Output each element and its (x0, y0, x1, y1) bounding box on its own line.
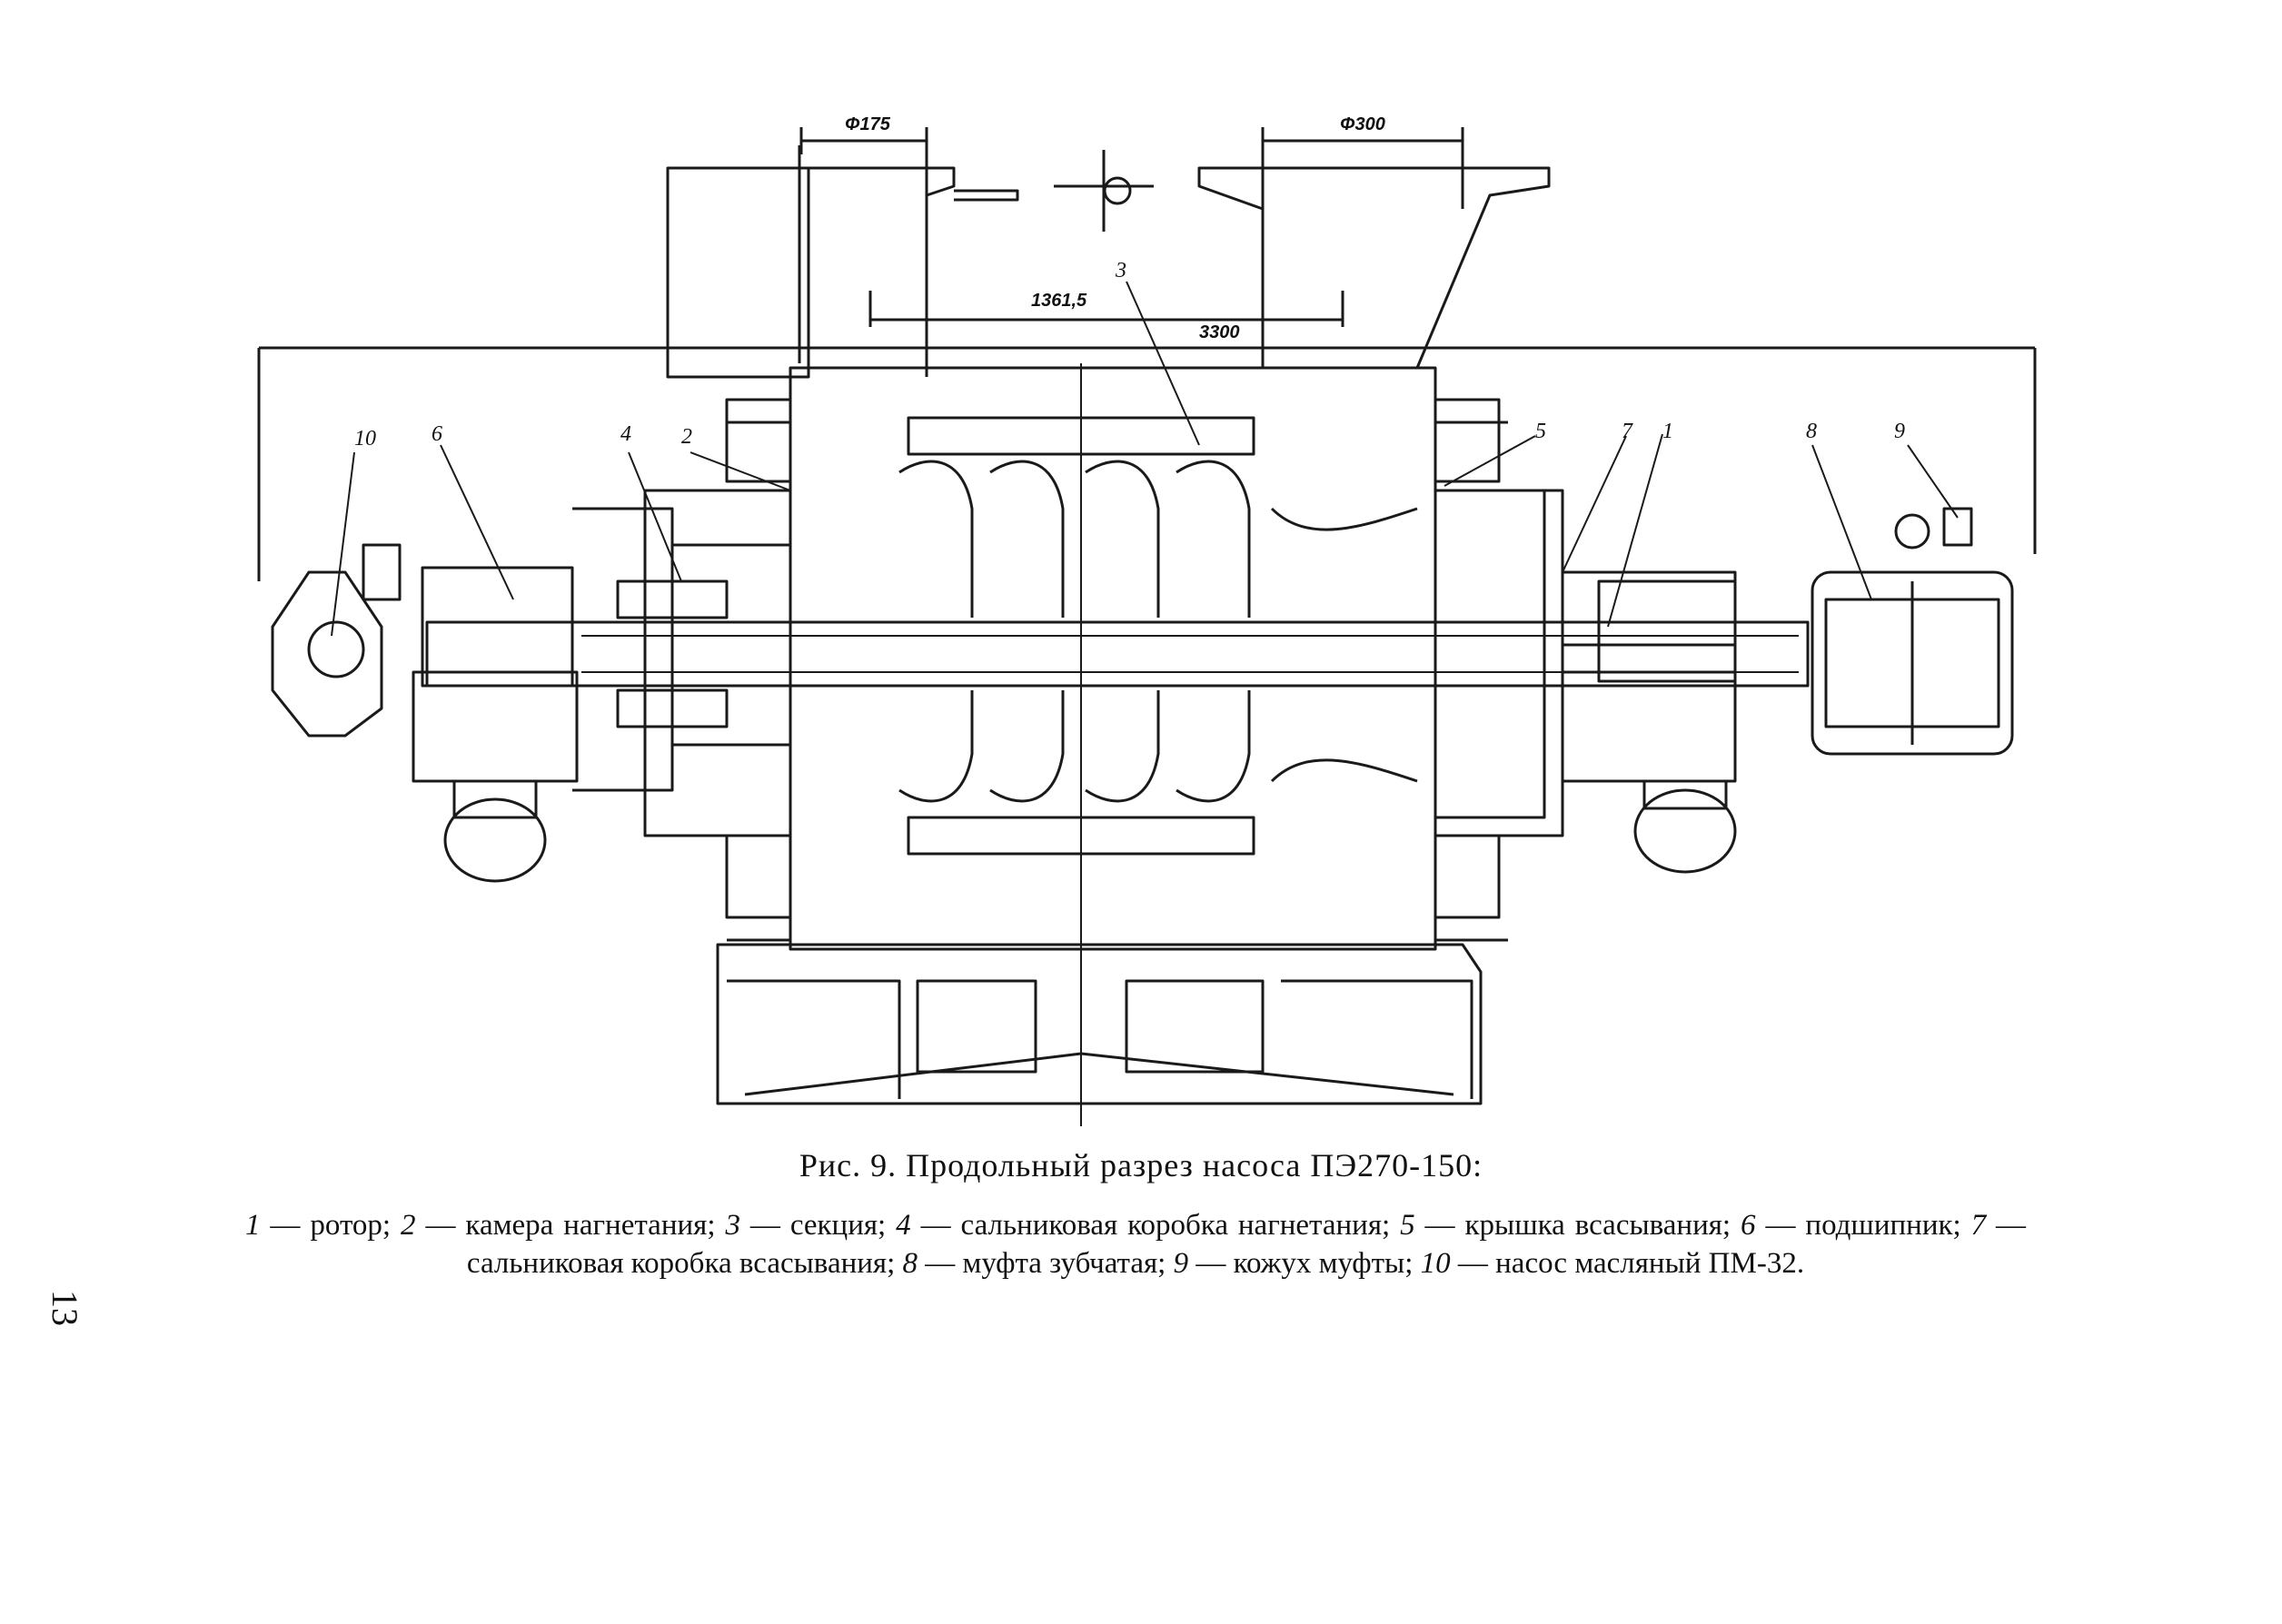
legend-text: камера нагнетания; (465, 1209, 716, 1242)
overall-dimension-line (257, 346, 2037, 581)
dim-overall-length: 3300 (1199, 322, 1240, 342)
legend-text: кожух муфты; (1233, 1247, 1414, 1280)
callout-1: 1 (1662, 420, 1673, 443)
figure-legend: 1 — ротор; 2 — камера нагнетания; 3 — се… (245, 1206, 2026, 1282)
suction-nozzle (666, 127, 1154, 379)
legend-item: 1 — ротор; (245, 1209, 392, 1242)
legend-num: 7 (1970, 1209, 1987, 1242)
legend-num: 8 (902, 1247, 918, 1280)
legend-num: 1 (245, 1209, 261, 1242)
gear-coupling (1811, 507, 2014, 756)
legend-item: 7 — сальниковая коробка всасывания; (466, 1209, 2027, 1280)
legend-num: 6 (1741, 1209, 1756, 1242)
figure-title: Рис. 9. Продольный разрез насоса ПЭ270-1… (799, 1147, 1483, 1183)
legend-num: 3 (725, 1209, 740, 1242)
dim-discharge-diameter: Φ300 (1340, 114, 1385, 134)
callout-10: 10 (354, 427, 376, 451)
legend-text: сальниковая коробка всасывания; (466, 1247, 896, 1280)
legend-item: 3 — секция; (725, 1209, 887, 1242)
legend-item: 2 — камера нагнетания; (401, 1209, 716, 1242)
dim-suction-diameter: Φ175 (845, 114, 890, 134)
left-bearing-assembly (412, 507, 790, 883)
callout-8: 8 (1806, 420, 1817, 443)
legend-text: муфта зубчатая; (962, 1247, 1166, 1280)
callout-5: 5 (1535, 420, 1546, 443)
legend-text: ротор; (310, 1209, 392, 1242)
discharge-nozzle (1197, 127, 1551, 370)
legend-num: 4 (896, 1209, 911, 1242)
legend-num: 10 (1420, 1247, 1451, 1280)
callout-leaders (331, 281, 1959, 637)
legend-text: сальниковая коробка нагнетания; (960, 1209, 1391, 1242)
base-frame (716, 943, 1483, 1105)
legend-item: 9 — кожух муфты; (1173, 1247, 1414, 1280)
legend-item: 5 — крышка всасывания; (1400, 1209, 1731, 1242)
callout-2: 2 (681, 425, 692, 449)
oil-pump (271, 543, 402, 738)
right-bearing-assembly (1435, 489, 1737, 874)
dim-inner-span: 1361,5 (1031, 291, 1087, 311)
legend-item: 10 — насос масляный ПМ-32. (1420, 1247, 1805, 1280)
legend-text: насос масляный ПМ-32. (1495, 1247, 1805, 1280)
legend-text: секция; (789, 1209, 887, 1242)
rotor-shaft (425, 620, 1810, 688)
inner-dimension-line (868, 291, 1344, 327)
legend-item: 8 — муфта зубчатая; (902, 1247, 1166, 1280)
legend-num: 2 (401, 1209, 416, 1242)
legend-text: крышка всасывания; (1464, 1209, 1731, 1242)
callout-9: 9 (1894, 420, 1905, 443)
legend-item: 4 — сальниковая коробка нагнетания; (896, 1209, 1391, 1242)
callout-4: 4 (620, 422, 631, 446)
callout-6: 6 (432, 422, 442, 446)
legend-num: 5 (1400, 1209, 1415, 1242)
legend-num: 9 (1173, 1247, 1189, 1280)
legend-text: подшипник; (1805, 1209, 1961, 1242)
callout-3: 3 (1116, 259, 1126, 282)
pump-casing (643, 366, 1564, 1126)
page-number: 13 (45, 1290, 85, 1326)
callout-7: 7 (1622, 420, 1632, 443)
legend-item: 6 — подшипник; (1741, 1209, 1961, 1242)
